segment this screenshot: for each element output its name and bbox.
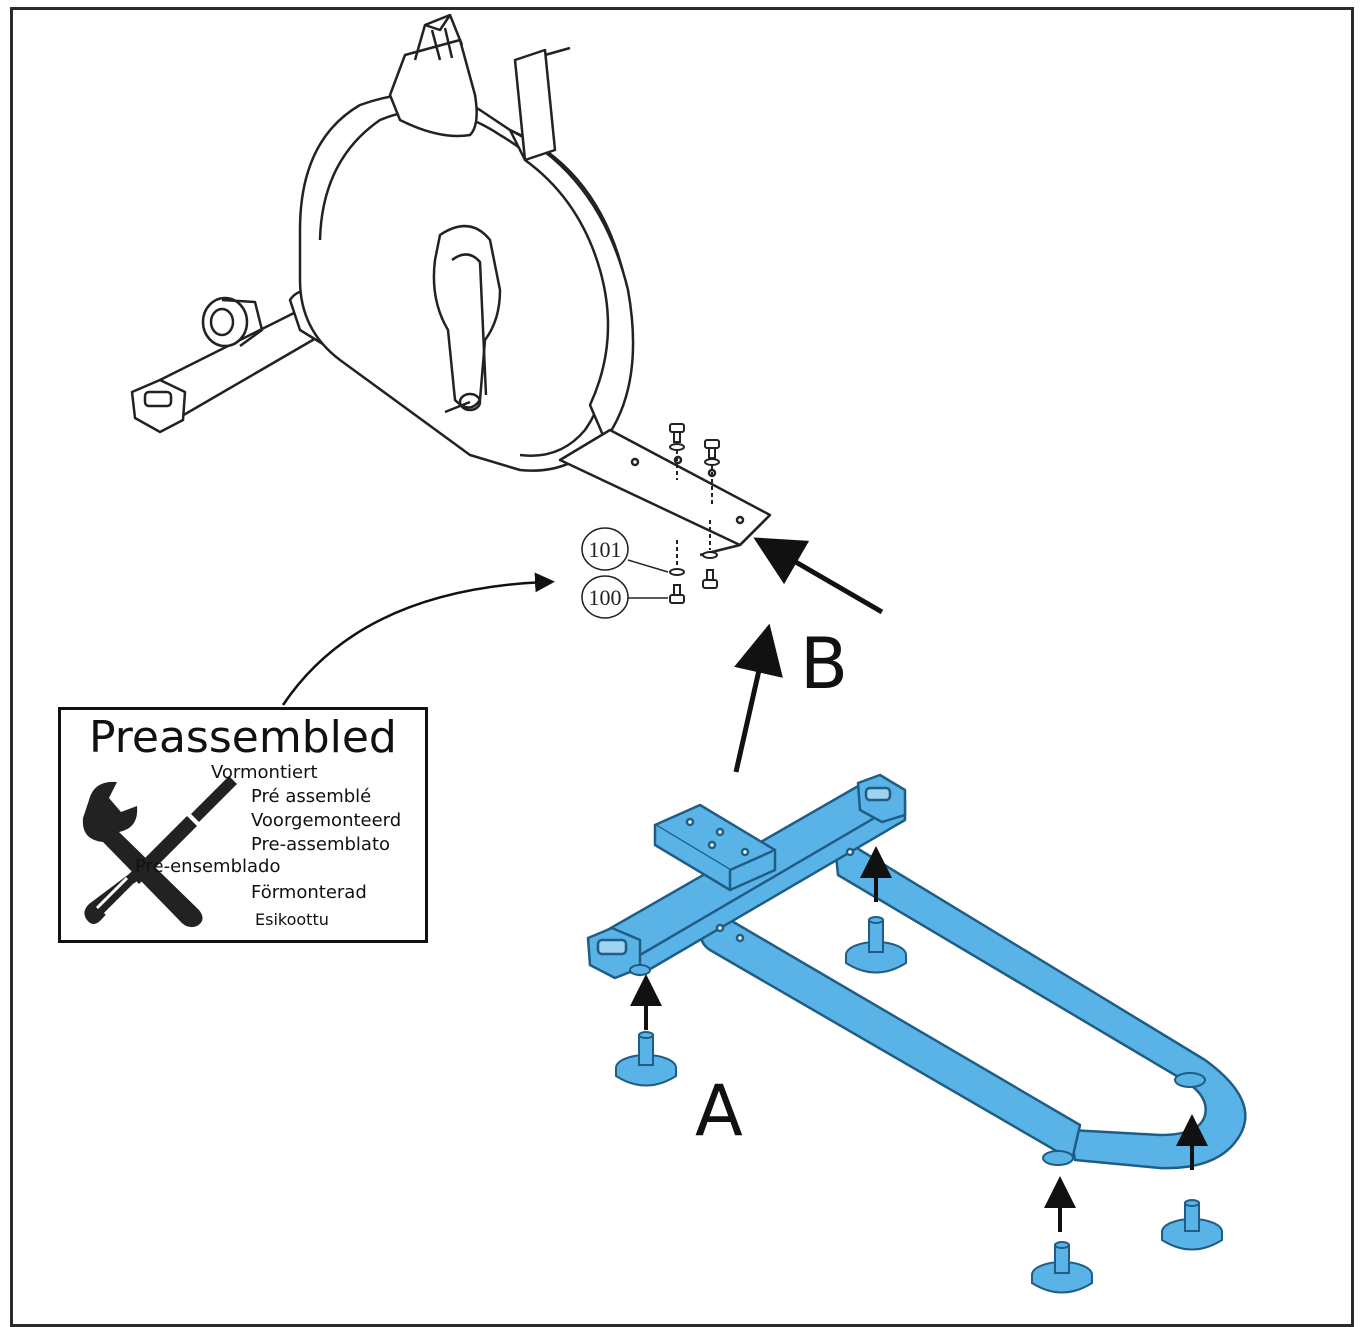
- callout-100: 100: [581, 575, 668, 619]
- arrow-b-up: [733, 623, 783, 773]
- leveling-foot-icon: [845, 916, 907, 974]
- arrow-b-diagonal: [753, 537, 884, 615]
- preassembled-pointer-arrow: [281, 572, 555, 706]
- bolt-icon: [669, 423, 720, 505]
- lang-fi: Esikoottu: [255, 910, 329, 929]
- lang-it: Pre-assemblato: [251, 834, 391, 855]
- svg-text:100: 100: [589, 585, 622, 610]
- part-a-base-frame: [586, 773, 1247, 1170]
- wrench-screwdriver-icon: [82, 776, 237, 928]
- callout-101: 101: [581, 527, 669, 573]
- preassembled-box: Preassembled Vormontiert Pré assemblé Vo…: [58, 707, 428, 943]
- leveling-foot-icon: [615, 1031, 677, 1087]
- leveling-foot-icon: [1031, 1241, 1093, 1294]
- lang-fr: Pré assemblé: [251, 786, 372, 807]
- bike-main-body: [130, 13, 772, 557]
- svg-text:101: 101: [589, 537, 622, 562]
- lang-nl: Voorgemonteerd: [251, 810, 402, 831]
- label-a: A: [695, 1070, 743, 1152]
- frame-foot-pads: [629, 964, 1206, 1166]
- leveling-foot-icon: [1161, 1199, 1223, 1251]
- label-b: B: [800, 623, 848, 705]
- lang-es: Pre-ensemblado: [135, 856, 281, 877]
- preassembled-title: Preassembled: [89, 712, 397, 763]
- lang-sv: Förmonterad: [251, 882, 367, 903]
- bolt-icon: [669, 520, 718, 604]
- lang-de: Vormontiert: [211, 762, 318, 783]
- arrow-up-icon: [630, 846, 1208, 1232]
